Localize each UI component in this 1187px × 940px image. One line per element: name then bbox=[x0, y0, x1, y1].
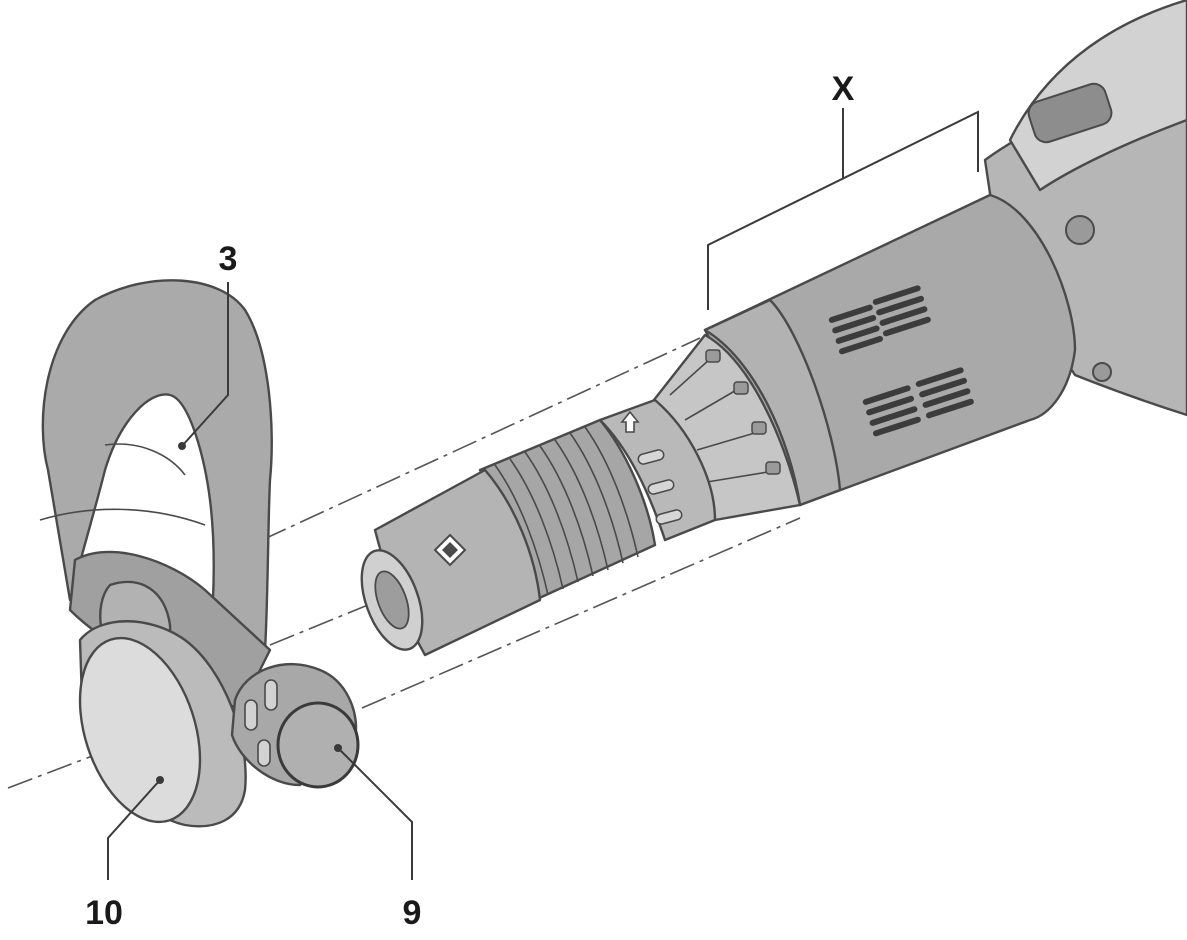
clamp-ring-face bbox=[78, 636, 202, 824]
label-x: X bbox=[832, 70, 855, 108]
label-3: 3 bbox=[219, 240, 238, 278]
sleeve-grip-slots bbox=[637, 449, 683, 525]
switch-button bbox=[1027, 82, 1113, 144]
leader-3 bbox=[181, 282, 229, 447]
clamp-knob-face bbox=[276, 701, 360, 789]
chuck-diamond-inner bbox=[442, 542, 458, 558]
leader-9 bbox=[337, 747, 413, 880]
locking-sleeve bbox=[598, 398, 717, 542]
side-handle bbox=[39, 279, 360, 828]
collar-ring bbox=[703, 298, 842, 507]
label-10: 10 bbox=[85, 894, 123, 932]
housing-screw bbox=[1065, 215, 1095, 245]
callouts: X 3 10 9 bbox=[85, 70, 979, 932]
axis-line-lower-right bbox=[361, 517, 801, 709]
dot-9 bbox=[334, 744, 342, 752]
handle-grip bbox=[41, 279, 273, 652]
tool-body bbox=[360, 0, 1187, 657]
axis-line-upper bbox=[261, 337, 701, 541]
bellows-ribs bbox=[494, 426, 639, 596]
dot-10 bbox=[156, 776, 164, 784]
knob-grip-slots bbox=[244, 679, 278, 767]
handle-grip-seam-2 bbox=[104, 443, 186, 476]
vent-slots bbox=[828, 285, 974, 437]
x-bracket bbox=[707, 110, 979, 310]
housing-screw-lower bbox=[1092, 362, 1112, 382]
dot-3 bbox=[178, 442, 186, 450]
lock-arrow-icon bbox=[620, 410, 640, 433]
chuck-bore bbox=[374, 570, 410, 630]
leader-10 bbox=[107, 779, 161, 880]
handle-grip-seam bbox=[39, 508, 206, 526]
label-9: 9 bbox=[403, 894, 422, 932]
nose-fins bbox=[669, 349, 781, 483]
